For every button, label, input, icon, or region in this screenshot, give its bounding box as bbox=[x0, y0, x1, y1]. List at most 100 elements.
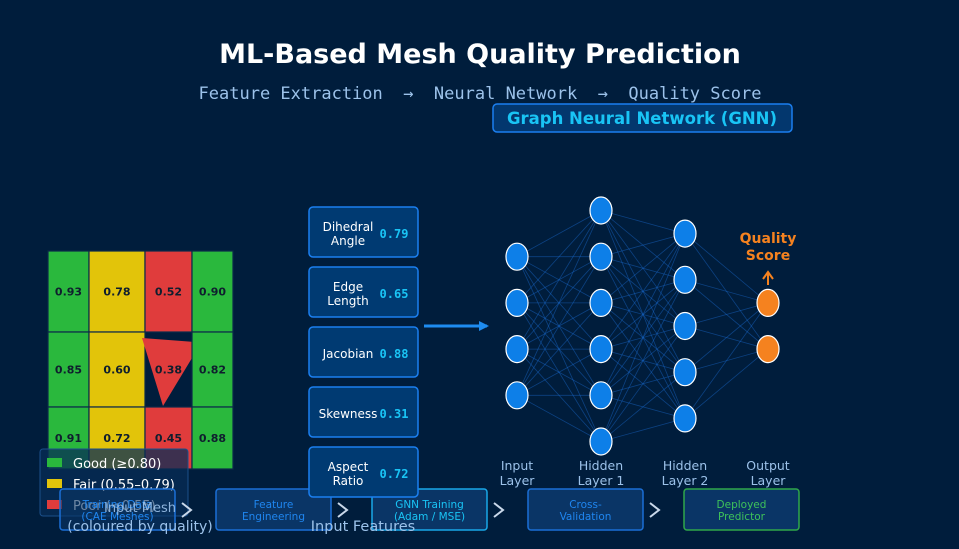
network-node bbox=[673, 265, 697, 294]
mesh-cell-value: 0.88 bbox=[199, 432, 226, 445]
mesh-element bbox=[191, 406, 234, 470]
pipeline-step-label: Feature bbox=[254, 499, 294, 511]
network-edge bbox=[600, 418, 686, 442]
network-edge bbox=[516, 256, 602, 304]
network-edge bbox=[516, 302, 602, 442]
feature-value: 0.65 bbox=[380, 287, 409, 301]
pipeline-step-box bbox=[215, 488, 332, 531]
mesh-cell: 0.85 bbox=[47, 331, 90, 408]
feature-box-frame bbox=[308, 266, 419, 318]
legend-label-good: Good (≥0.80) bbox=[73, 457, 161, 472]
mesh-cell-value: 0.91 bbox=[55, 432, 82, 445]
network-edge bbox=[516, 302, 602, 396]
pipeline-step-sublabel: (CAE Meshes) bbox=[81, 511, 153, 523]
quality-score-label: Quality bbox=[740, 231, 797, 247]
pipeline-chevron-icon bbox=[649, 502, 661, 518]
network-edge bbox=[516, 256, 602, 350]
network-edge bbox=[516, 394, 602, 442]
network-edge bbox=[600, 325, 686, 442]
mesh-element bbox=[88, 331, 146, 408]
feature-name-line2: Length bbox=[327, 294, 368, 308]
distorted-mesh-element bbox=[142, 338, 195, 406]
network-edge bbox=[516, 302, 602, 350]
mesh-cell: 0.82 bbox=[191, 331, 234, 408]
mesh-cell-value: 0.90 bbox=[199, 286, 226, 299]
network-node bbox=[673, 358, 697, 387]
network-edge bbox=[600, 210, 686, 327]
network-edge bbox=[600, 233, 686, 442]
network-edge bbox=[600, 210, 686, 234]
output-node bbox=[756, 288, 780, 317]
mesh-cell-value: 0.72 bbox=[103, 432, 130, 445]
network-edge bbox=[516, 256, 602, 396]
network-edge bbox=[600, 233, 686, 304]
feature-value: 0.72 bbox=[380, 467, 409, 481]
mesh-cell: 0.88 bbox=[191, 406, 234, 470]
mesh-cell-value: 0.45 bbox=[155, 432, 182, 445]
pipeline-step: Cross-Validation bbox=[527, 488, 644, 531]
mesh-caption-line2: (coloured by quality) bbox=[67, 519, 212, 535]
network-edge bbox=[600, 279, 686, 396]
pipeline-step-box bbox=[527, 488, 644, 531]
network-node bbox=[673, 219, 697, 248]
network-edge bbox=[516, 302, 602, 396]
network-edge bbox=[600, 279, 686, 442]
network-edge bbox=[516, 210, 602, 258]
pipeline-chevron-icon bbox=[181, 502, 193, 518]
network-edge bbox=[516, 256, 602, 442]
network-node bbox=[589, 242, 613, 271]
pipeline-chevron-icon bbox=[493, 502, 505, 518]
page-subtitle: Feature Extraction → Neural Network → Qu… bbox=[199, 84, 762, 104]
pipeline-step: GNN Training(Adam / MSE) bbox=[371, 488, 488, 531]
network-edge bbox=[600, 233, 686, 396]
mesh-cell-value: 0.52 bbox=[155, 286, 182, 299]
network-edge bbox=[600, 256, 686, 281]
mesh-element bbox=[191, 250, 234, 333]
network-edge bbox=[684, 233, 769, 304]
mesh-cell: 0.52 bbox=[144, 250, 193, 333]
network-edge bbox=[516, 348, 602, 396]
mesh-cell-value: 0.38 bbox=[155, 364, 182, 377]
network-edge bbox=[516, 302, 602, 350]
pipeline-step-sublabel: Engineering bbox=[242, 511, 305, 523]
layer-label: Hidden bbox=[579, 458, 623, 473]
feature-name: Skewness bbox=[319, 407, 378, 421]
pipeline-chevron-icon bbox=[337, 502, 349, 518]
network-edge bbox=[600, 302, 686, 419]
pipeline-step-label: Deployed bbox=[717, 499, 767, 511]
mesh-cell: 0.60 bbox=[88, 331, 146, 408]
network-node bbox=[589, 196, 613, 225]
network-node bbox=[589, 288, 613, 317]
network-edge bbox=[600, 302, 686, 373]
pipeline-steps: Training Data(CAE Meshes) FeatureEngineer… bbox=[59, 488, 800, 531]
pipeline-step-sublabel: (Adam / MSE) bbox=[394, 511, 465, 523]
mesh-cell: 0.38 bbox=[142, 338, 195, 406]
pipeline-step: Training Data(CAE Meshes) bbox=[59, 488, 176, 531]
quality-score-label-line2: Score bbox=[746, 248, 790, 264]
feature-name: Dihedral bbox=[323, 220, 374, 234]
network-edge bbox=[600, 371, 686, 396]
layer-label: Output bbox=[746, 458, 790, 473]
network-node bbox=[589, 427, 613, 456]
pipeline-step-box bbox=[371, 488, 488, 531]
pipeline-step-box bbox=[683, 488, 800, 531]
features-caption: Input Features bbox=[311, 519, 416, 535]
network-edge bbox=[600, 325, 686, 350]
network-node bbox=[589, 381, 613, 410]
feature-name-line2: Ratio bbox=[333, 474, 364, 488]
network-edge bbox=[600, 210, 686, 373]
layer-label: Input bbox=[501, 458, 533, 473]
network-edge bbox=[684, 302, 769, 327]
mesh-cell-value: 0.85 bbox=[55, 364, 82, 377]
layer-label-line2: Layer bbox=[500, 473, 536, 488]
up-arrow-icon bbox=[762, 270, 774, 285]
pipeline-step-label: Training Data bbox=[82, 499, 153, 511]
feature-box-frame bbox=[308, 386, 419, 438]
network-node bbox=[505, 242, 529, 271]
network-edge bbox=[600, 325, 686, 396]
pipeline-step-sublabel: Predictor bbox=[718, 511, 766, 523]
